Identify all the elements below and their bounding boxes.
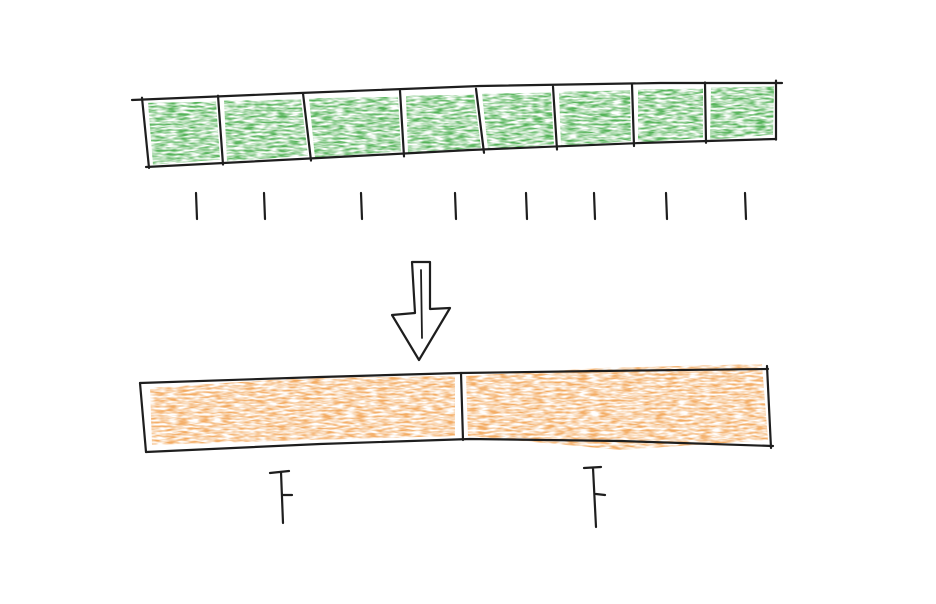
top-bar-bottom-edge [144, 137, 778, 169]
top-bar-outline [130, 81, 784, 169]
top-tick-mark [262, 191, 267, 221]
top-bar-divider [216, 94, 225, 166]
top-tick-mark [592, 191, 597, 221]
top-tick-marks [194, 191, 748, 221]
bottom-bar-outline [138, 364, 775, 454]
top-bar-cell [710, 86, 774, 140]
top-bar-fills [148, 86, 774, 165]
bottom-bar-cell [466, 364, 768, 450]
top-bar-cell [148, 101, 220, 165]
top-bar-divider [703, 81, 708, 144]
bottom-bar-right-edge [765, 364, 773, 450]
top-bar-cell [559, 90, 631, 147]
top-tick-mark [743, 191, 748, 221]
bottom-bar-left-edge [138, 381, 148, 454]
top-tick-mark [664, 191, 669, 221]
bottom-bar-fills [150, 364, 768, 450]
top-tick-mark [524, 191, 529, 221]
top-bar-cell [406, 94, 481, 154]
down-arrow-outline [390, 260, 452, 362]
top-bar-divider [551, 85, 559, 151]
top-bar-divider [140, 96, 151, 169]
top-bar-cell [309, 96, 401, 158]
top-bar-divider [301, 92, 313, 162]
top-segment-bar [130, 79, 784, 169]
top-tick-mark [194, 191, 199, 221]
top-bar-dividers [140, 79, 778, 169]
bottom-tick-mark [582, 465, 607, 529]
top-bar-top-edge [130, 81, 784, 102]
bottom-bar-divider [459, 371, 465, 442]
top-bar-divider [630, 83, 636, 148]
top-bar-cell [638, 88, 703, 144]
down-arrow-icon [390, 260, 452, 362]
bottom-bar-bottom-edge [144, 437, 775, 454]
bottom-tick-marks [268, 465, 607, 529]
top-bar-divider [398, 89, 406, 158]
down-arrow-inner-stroke [420, 269, 423, 339]
bottom-segment-bar [138, 364, 775, 454]
top-tick-mark [453, 191, 458, 221]
top-tick-mark [359, 191, 364, 221]
top-bar-cell [224, 99, 308, 162]
top-bar-cell [482, 92, 554, 150]
bottom-tick-mark [268, 469, 294, 525]
top-bar-divider [474, 87, 486, 154]
bottom-bar-cell [150, 376, 455, 445]
